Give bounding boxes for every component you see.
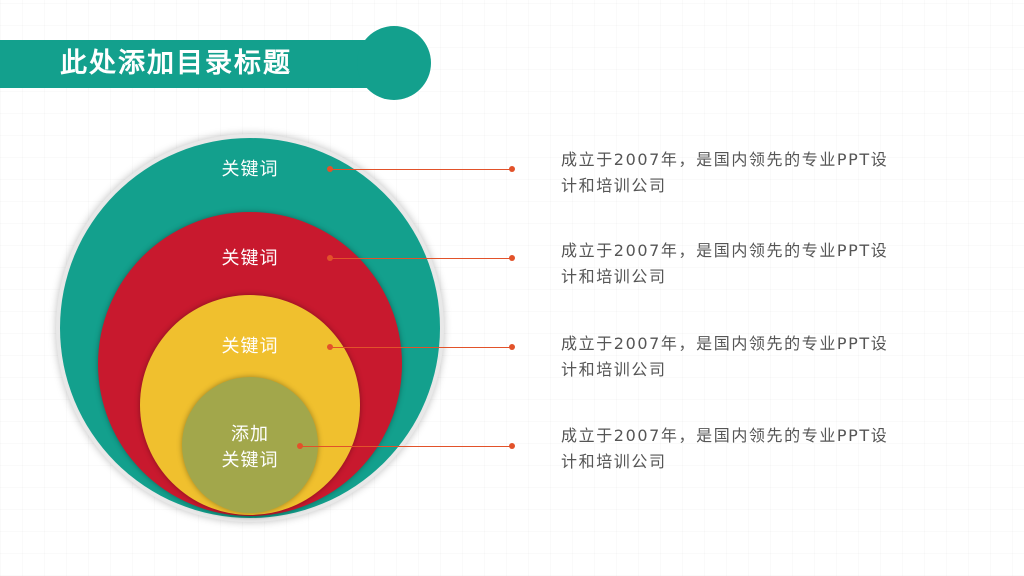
title-bar	[0, 40, 400, 88]
page-title: 此处添加目录标题	[60, 48, 292, 79]
description-2-line2: 计和培训公司	[561, 267, 667, 286]
connector-3-end-dot	[509, 344, 515, 350]
description-2: 成立于2007年，是国内领先的专业PPT设 计和培训公司	[561, 238, 961, 290]
description-4-line1: 成立于2007年，是国内领先的专业PPT设	[561, 426, 889, 445]
layer-4-label: 添加 关键词	[170, 422, 330, 474]
layer-1-label: 关键词	[221, 159, 279, 180]
description-3: 成立于2007年，是国内领先的专业PPT设 计和培训公司	[561, 331, 961, 383]
connector-4-end-dot	[509, 443, 515, 449]
connector-1-line	[330, 169, 512, 170]
connector-1-end-dot	[509, 166, 515, 172]
layer-4-label-line1: 添加	[231, 424, 269, 445]
description-2-line1: 成立于2007年，是国内领先的专业PPT设	[561, 241, 889, 260]
description-1: 成立于2007年，是国内领先的专业PPT设 计和培训公司	[561, 147, 961, 199]
description-1-line1: 成立于2007年，是国内领先的专业PPT设	[561, 150, 889, 169]
layer-2-label: 关键词	[221, 248, 279, 269]
connector-4-line	[300, 446, 512, 447]
description-4-line2: 计和培训公司	[561, 452, 667, 471]
description-3-line2: 计和培训公司	[561, 360, 667, 379]
connector-2-end-dot	[509, 255, 515, 261]
connector-2-line	[330, 258, 512, 259]
layer-4-label-line2: 关键词	[221, 450, 279, 471]
description-1-line2: 计和培训公司	[561, 176, 667, 195]
inner-circle-olive	[182, 377, 318, 513]
title-circle-decoration	[357, 26, 431, 100]
connector-3-line	[330, 347, 512, 348]
description-3-line1: 成立于2007年，是国内领先的专业PPT设	[561, 334, 889, 353]
description-4: 成立于2007年，是国内领先的专业PPT设 计和培训公司	[561, 423, 961, 475]
layer-3-label: 关键词	[221, 336, 279, 357]
